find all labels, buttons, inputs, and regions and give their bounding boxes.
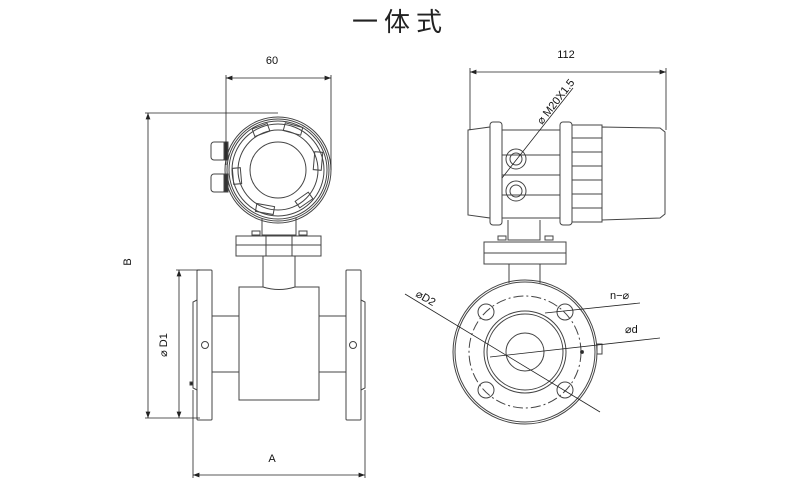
display-window bbox=[249, 141, 307, 199]
front-view bbox=[189, 116, 366, 421]
diagram-title: 一体式 bbox=[351, 8, 448, 38]
dim-flange-d1: ⌀ D1 bbox=[158, 333, 170, 357]
flange-outer-diameter-label: ⌀D2 bbox=[414, 288, 438, 309]
cable-gland-lower bbox=[210, 173, 229, 193]
transmitter-housing-side bbox=[467, 121, 666, 226]
bolt-holes-label: n−⌀ bbox=[610, 290, 630, 302]
bolt-hole bbox=[477, 381, 495, 399]
front-dimensions bbox=[145, 75, 366, 478]
side-dimensions bbox=[404, 68, 667, 413]
dim-length-a: A bbox=[268, 453, 276, 465]
cable-gland-upper bbox=[210, 141, 229, 161]
cable-gland-thread-label: ⌀ M20X1.5 bbox=[535, 77, 578, 127]
bolt-hole bbox=[556, 303, 574, 321]
dim-height-b: B bbox=[122, 258, 134, 265]
cable-gland-side-lower bbox=[505, 180, 527, 202]
dim-width-112: 112 bbox=[557, 49, 575, 61]
transmitter-housing-front bbox=[224, 116, 332, 224]
bore bbox=[505, 332, 545, 372]
flange-right bbox=[345, 269, 366, 421]
dim-width-60: 60 bbox=[266, 55, 278, 67]
bolt-hole bbox=[477, 303, 495, 321]
flange-face bbox=[452, 279, 603, 425]
flange-left bbox=[189, 269, 213, 421]
bolt-hole bbox=[556, 381, 574, 399]
bore-diameter-label: ⌀d bbox=[625, 324, 638, 336]
side-view bbox=[452, 121, 666, 425]
sensor-body bbox=[238, 286, 320, 401]
cable-gland-side-upper bbox=[505, 148, 527, 170]
